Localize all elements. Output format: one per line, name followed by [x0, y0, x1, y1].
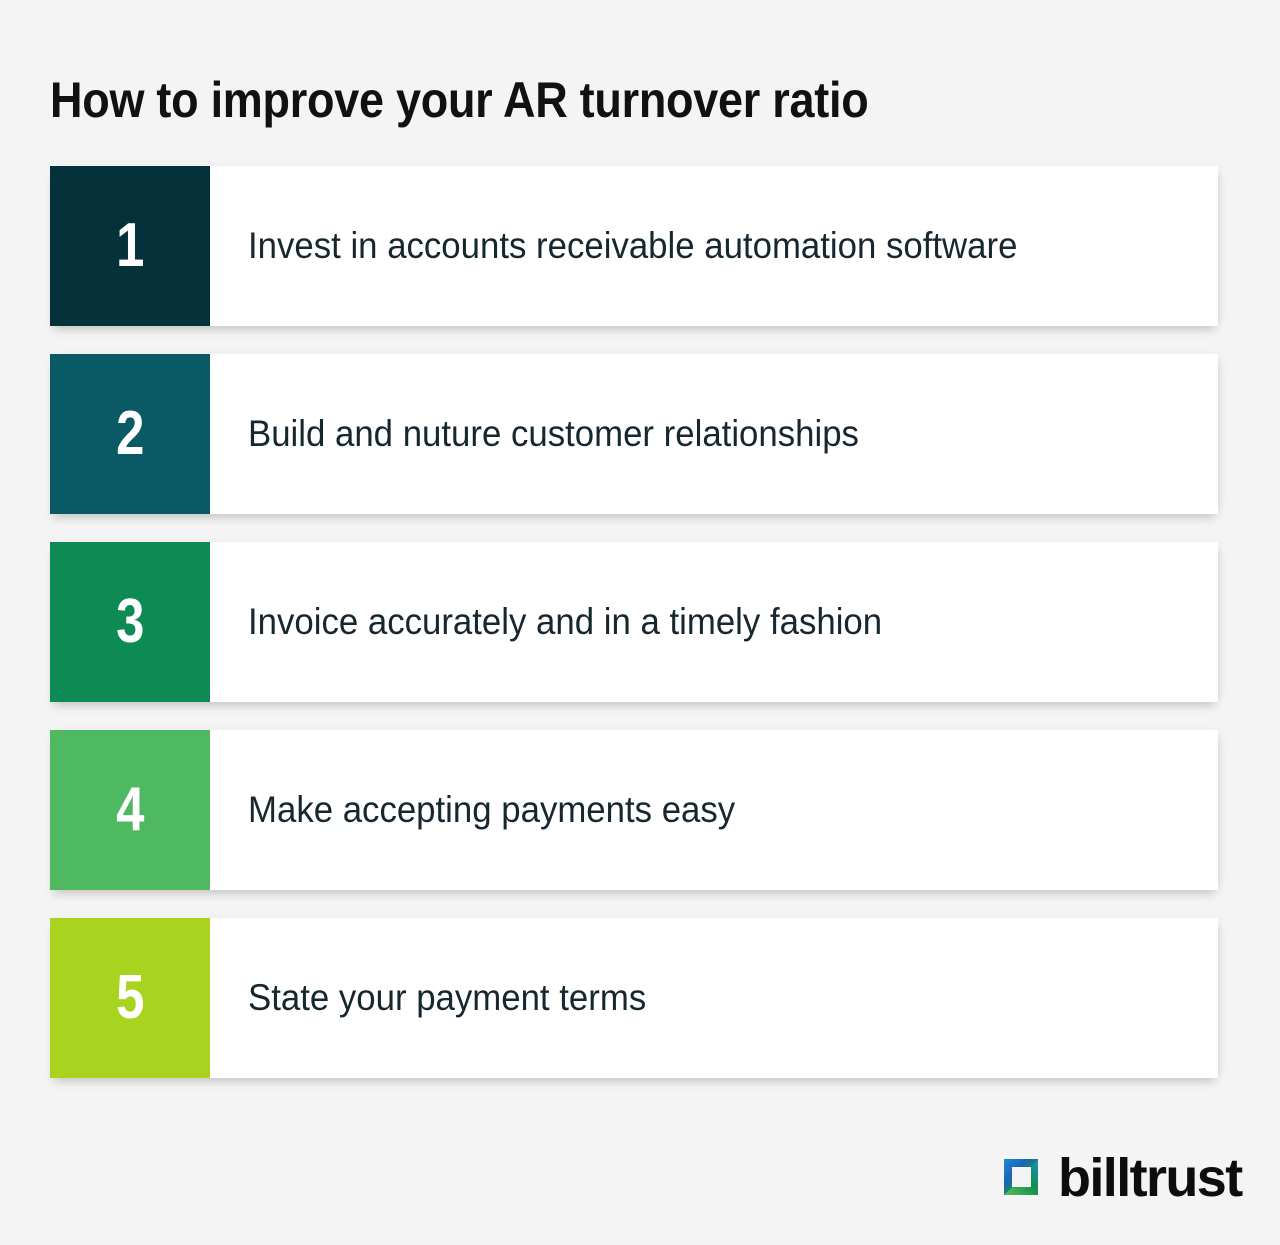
billtrust-wordmark: billtrust	[1058, 1148, 1243, 1208]
page-title: How to improve your AR turnover ratio	[50, 71, 869, 128]
item-label: Build and nuture customer relationships	[248, 413, 859, 454]
item-text-area: Invest in accounts receivable automation…	[210, 166, 1218, 326]
item-number: 2	[115, 399, 145, 468]
item-number: 4	[115, 775, 145, 844]
list-item: 5 State your payment terms	[50, 918, 1218, 1078]
item-number: 5	[115, 963, 145, 1032]
item-text-area: Invoice accurately and in a timely fashi…	[210, 542, 1218, 702]
list-item: 4 Make accepting payments easy	[50, 730, 1218, 890]
item-label: Make accepting payments easy	[248, 789, 736, 830]
item-label: Invoice accurately and in a timely fashi…	[248, 601, 883, 642]
list-item: 1 Invest in accounts receivable automati…	[50, 166, 1218, 326]
item-number-block: 4	[50, 730, 210, 890]
item-number-block: 1	[50, 166, 210, 326]
tips-list: 1 Invest in accounts receivable automati…	[50, 166, 1218, 1078]
billtrust-logo: billtrust	[998, 1146, 1243, 1210]
item-number: 1	[115, 211, 145, 280]
item-number-block: 5	[50, 918, 210, 1078]
item-text-area: Make accepting payments easy	[210, 730, 1218, 890]
billtrust-square-ring-icon	[1004, 1159, 1038, 1195]
item-number-block: 2	[50, 354, 210, 514]
list-item: 2 Build and nuture customer relationship…	[50, 354, 1218, 514]
item-text-area: Build and nuture customer relationships	[210, 354, 1218, 514]
list-item: 3 Invoice accurately and in a timely fas…	[50, 542, 1218, 702]
item-number: 3	[115, 587, 145, 656]
item-number-block: 3	[50, 542, 210, 702]
item-text-area: State your payment terms	[210, 918, 1218, 1078]
item-label: Invest in accounts receivable automation…	[248, 225, 1018, 266]
item-label: State your payment terms	[248, 977, 647, 1018]
